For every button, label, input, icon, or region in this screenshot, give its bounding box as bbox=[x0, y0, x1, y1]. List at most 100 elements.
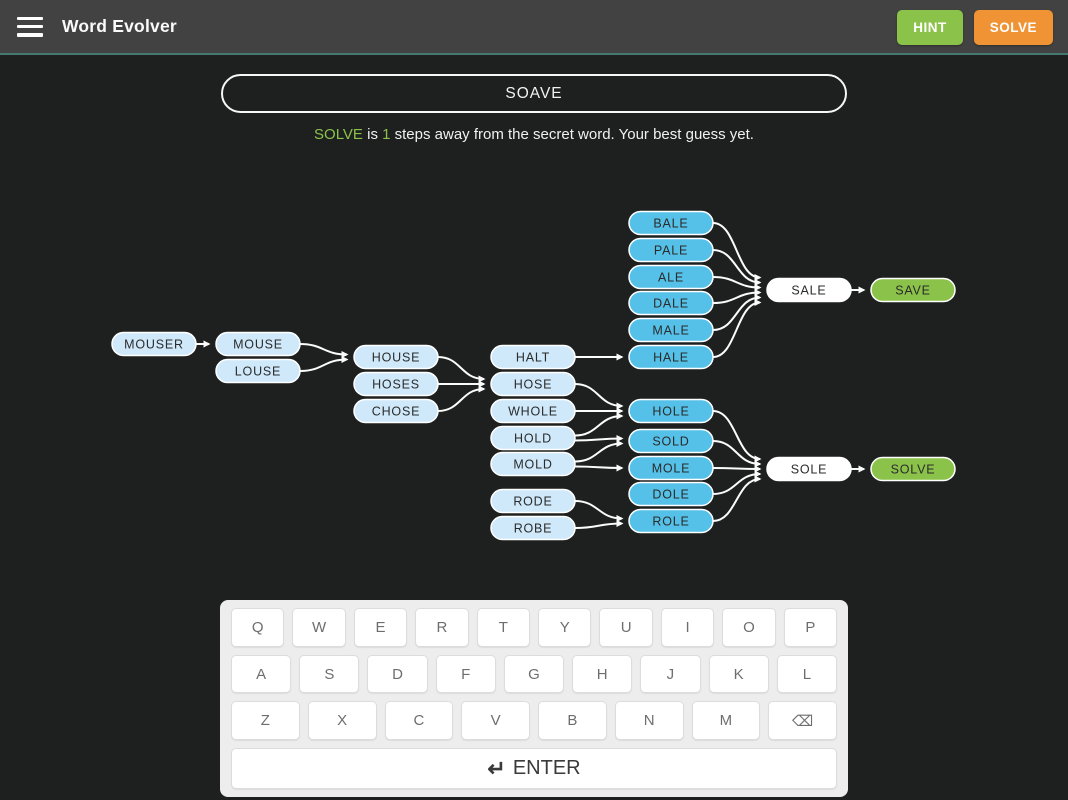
key-l[interactable]: L bbox=[776, 654, 837, 694]
word-node-louse: LOUSE bbox=[215, 358, 301, 384]
key-b[interactable]: B bbox=[538, 701, 607, 741]
edge-dole-to-sole bbox=[712, 470, 762, 495]
word-node-hose: HOSE bbox=[490, 371, 576, 397]
word-node-whole: WHOLE bbox=[490, 398, 576, 424]
word-node-label: HALT bbox=[516, 351, 550, 365]
edge-hole-to-sole bbox=[712, 410, 762, 463]
word-node-label: DOLE bbox=[652, 488, 689, 502]
key-m[interactable]: M bbox=[691, 701, 761, 741]
word-node-label: RODE bbox=[513, 495, 552, 509]
edge-bale-to-sale bbox=[712, 222, 762, 281]
edge-mold-to-sold bbox=[574, 440, 624, 463]
menu-icon[interactable] bbox=[17, 16, 43, 37]
key-a[interactable]: A bbox=[231, 654, 292, 694]
key-f[interactable]: F bbox=[435, 654, 496, 694]
word-node-label: HOSES bbox=[372, 378, 420, 392]
key-v[interactable]: V bbox=[461, 701, 530, 741]
key-h[interactable]: H bbox=[572, 654, 633, 694]
edge-louse-to-house bbox=[299, 356, 349, 372]
word-node-label: HOLD bbox=[514, 432, 552, 446]
key-u[interactable]: U bbox=[599, 608, 653, 647]
word-node-rode: RODE bbox=[490, 488, 576, 514]
app-bar: Word Evolver HINT SOLVE bbox=[0, 0, 1068, 55]
word-node-label: ROLE bbox=[652, 515, 689, 529]
edge-ale-to-sale bbox=[712, 276, 762, 291]
word-node-sole: SOLE bbox=[766, 456, 852, 482]
word-node-label: SALE bbox=[791, 284, 826, 298]
word-node-label: CHOSE bbox=[372, 405, 420, 419]
key-z[interactable]: Z bbox=[231, 701, 300, 741]
key-o[interactable]: O bbox=[722, 608, 776, 647]
word-node-label: SOLE bbox=[791, 463, 828, 477]
key-k[interactable]: K bbox=[708, 654, 769, 694]
key-s[interactable]: S bbox=[299, 654, 360, 694]
edge-hale-to-sale bbox=[712, 299, 762, 358]
key-y[interactable]: Y bbox=[538, 608, 592, 647]
word-node-house: HOUSE bbox=[353, 344, 439, 370]
word-node-pale: PALE bbox=[628, 237, 714, 263]
key-w[interactable]: W bbox=[292, 608, 346, 647]
word-node-robe: ROBE bbox=[490, 515, 576, 541]
status-guess-word: SOLVE bbox=[314, 126, 363, 143]
word-node-solve: SOLVE bbox=[870, 456, 956, 482]
edge-robe-to-role bbox=[574, 520, 624, 529]
enter-key[interactable]: ↵ ENTER bbox=[231, 748, 837, 789]
edge-role-to-sole bbox=[712, 475, 762, 522]
word-node-role: ROLE bbox=[628, 508, 714, 534]
word-node-chose: CHOSE bbox=[353, 398, 439, 424]
status-message: SOLVE is 1 steps away from the secret wo… bbox=[314, 126, 754, 143]
key-e[interactable]: E bbox=[353, 608, 408, 647]
hint-button[interactable]: HINT bbox=[897, 10, 963, 45]
enter-key-label: ENTER bbox=[512, 757, 581, 779]
edge-mold-to-mole bbox=[574, 464, 624, 472]
edge-hold-to-sold bbox=[574, 435, 624, 443]
backspace-key[interactable]: ⌫ bbox=[768, 701, 837, 741]
word-node-hole: HOLE bbox=[628, 398, 714, 424]
key-j[interactable]: J bbox=[640, 654, 701, 694]
key-r[interactable]: R bbox=[415, 608, 469, 647]
edge-dale-to-sale bbox=[712, 289, 762, 304]
word-node-label: MALE bbox=[652, 324, 689, 338]
word-node-hoses: HOSES bbox=[353, 371, 439, 397]
key-p[interactable]: P bbox=[783, 608, 838, 647]
key-n[interactable]: N bbox=[614, 701, 684, 741]
word-node-label: HOLE bbox=[652, 405, 689, 419]
word-node-label: HALE bbox=[653, 351, 689, 365]
edge-hose-to-hole bbox=[574, 383, 624, 410]
guess-input[interactable]: SOAVE bbox=[221, 74, 847, 113]
word-node-label: LOUSE bbox=[235, 365, 281, 379]
word-node-label: ALE bbox=[658, 271, 684, 285]
key-q[interactable]: Q bbox=[231, 608, 285, 647]
word-node-label: HOSE bbox=[514, 378, 553, 392]
word-node-ale: ALE bbox=[628, 264, 714, 290]
edge-chose-to-hose bbox=[437, 385, 486, 412]
edge-house-to-hose bbox=[437, 356, 486, 383]
word-node-halt: HALT bbox=[490, 344, 576, 370]
key-c[interactable]: C bbox=[384, 701, 454, 741]
word-node-mouser: MOUSER bbox=[111, 331, 197, 357]
key-i[interactable]: I bbox=[660, 608, 715, 647]
word-node-male: MALE bbox=[628, 317, 714, 343]
key-d[interactable]: D bbox=[367, 654, 428, 694]
edge-pale-to-sale bbox=[712, 249, 762, 286]
solve-button[interactable]: SOLVE bbox=[973, 10, 1053, 45]
word-node-label: HOUSE bbox=[372, 351, 420, 365]
word-node-label: MOUSER bbox=[124, 338, 184, 352]
edge-mouse-to-house bbox=[299, 343, 349, 358]
word-node-sale: SALE bbox=[766, 277, 852, 303]
word-node-label: DALE bbox=[653, 297, 689, 311]
key-x[interactable]: X bbox=[307, 701, 377, 741]
edge-male-to-sale bbox=[712, 294, 762, 331]
word-node-save: SAVE bbox=[870, 277, 956, 303]
edge-hold-to-hole bbox=[574, 412, 624, 437]
key-t[interactable]: T bbox=[476, 608, 531, 647]
key-g[interactable]: G bbox=[503, 654, 565, 694]
word-node-label: ROBE bbox=[514, 522, 553, 536]
word-node-dole: DOLE bbox=[628, 481, 714, 507]
word-node-hale: HALE bbox=[628, 344, 714, 370]
word-node-mole: MOLE bbox=[628, 455, 714, 481]
